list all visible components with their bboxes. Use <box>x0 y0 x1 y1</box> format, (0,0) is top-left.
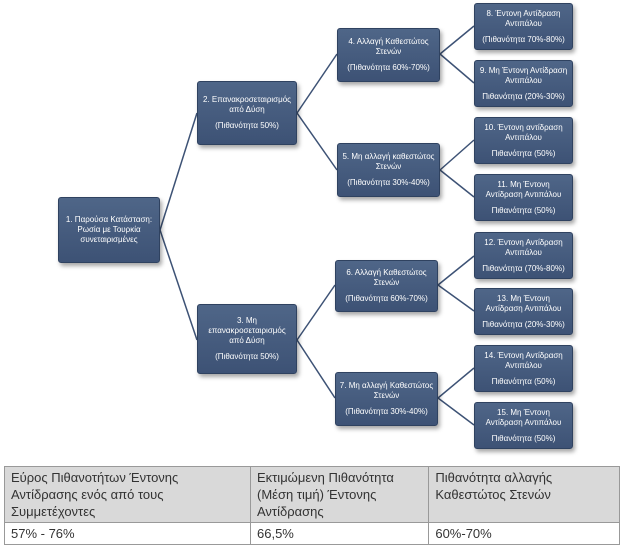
node-13-prob: Πιθανότητα (20%-30%) <box>482 319 565 329</box>
node-12-prob: Πιθανότητα (70%-80%) <box>482 263 565 273</box>
node-2-prob: (Πιθανότητα 50%) <box>215 121 279 130</box>
edge-4-8 <box>439 25 475 55</box>
table-header-row: Εύρος Πιθανοτήτων Έντονης Αντίδρασης ενό… <box>4 466 620 523</box>
edge-7-14 <box>437 367 475 399</box>
edge-6-13 <box>437 284 475 312</box>
node-15: 15. Μη Έντονη Αντίδραση Αντιπάλου Πιθανό… <box>474 402 573 449</box>
node-9: 9. Μη Έντονη Αντίδραση Αντιπάλου Πιθανότ… <box>474 60 573 107</box>
node-1-title: 1. Παρούσα Κατάσταση: Ρωσία με Τουρκία σ… <box>65 215 153 244</box>
node-2: 2. Επανακροσεταιρισμός από Δύση (Πιθανότ… <box>197 81 297 145</box>
node-6-title: 6. Αλλαγή Καθεστώτος Στενών <box>346 268 427 287</box>
node-5-title: 5. Μη αλλαγή καθεστώτος Στενών <box>342 152 435 171</box>
node-5: 5. Μη αλλαγή καθεστώτος Στενών (Πιθανότη… <box>337 143 440 197</box>
node-6: 6. Αλλαγή Καθεστώτος Στενών (Πιθανότητα … <box>335 260 438 312</box>
node-3: 3. Μη επανακροσεταιρισμός από Δύση (Πιθα… <box>197 304 297 374</box>
node-4: 4. Αλλαγή Καθεστώτος Στενών (Πιθανότητα … <box>337 28 440 82</box>
table-header-cell: Πιθανότητα αλλαγής Καθεστώτος Στενών <box>428 466 620 523</box>
edge-2-5 <box>296 112 338 171</box>
node-6-prob: (Πιθανότητα 60%-70%) <box>345 294 428 303</box>
summary-table: Εύρος Πιθανοτήτων Έντονης Αντίδρασης ενό… <box>4 466 620 545</box>
table-cell: 60%-70% <box>428 522 620 545</box>
table-cell: 66,5% <box>249 522 430 545</box>
edge-7-15 <box>437 397 475 426</box>
edge-5-11 <box>439 169 475 198</box>
node-1: 1. Παρούσα Κατάσταση: Ρωσία με Τουρκία σ… <box>58 197 160 263</box>
node-11: 11. Μη Έντονη Αντίδραση Αντιπάλου Πιθανό… <box>474 174 573 221</box>
node-13-title: 13. Μη Έντονη Αντίδραση Αντιπάλου <box>485 293 562 313</box>
table-cell: 57% - 76% <box>4 522 251 545</box>
node-10-title: 10. Έντονη αντίδραση Αντιπάλου <box>484 122 563 142</box>
edge-4-9 <box>439 53 475 84</box>
node-4-title: 4. Αλλαγή Καθεστώτος Στενών <box>348 37 429 56</box>
node-14-prob: Πιθανότητα (50%) <box>491 376 556 386</box>
node-8: 8. Έντονη Αντίδραση Αντιπάλου (Πιθανότητ… <box>474 3 573 50</box>
node-4-prob: (Πιθανότητα 60%-70%) <box>347 63 430 72</box>
node-5-prob: (Πιθανότητα 30%-40%) <box>347 178 430 187</box>
edge-3-7 <box>296 339 336 399</box>
connector-lines <box>159 25 475 426</box>
edge-2-4 <box>296 53 338 114</box>
node-13: 13. Μη Έντονη Αντίδραση Αντιπάλου Πιθανό… <box>474 288 573 335</box>
probability-tree-diagram: 1. Παρούσα Κατάσταση: Ρωσία με Τουρκία σ… <box>58 3 573 449</box>
table-header-cell: Εύρος Πιθανοτήτων Έντονης Αντίδρασης ενό… <box>4 466 251 523</box>
node-7-title: 7. Μη αλλαγή Καθεστώτος Στενών <box>339 381 434 400</box>
node-3-prob: (Πιθανότητα 50%) <box>215 352 279 361</box>
node-10-prob: Πιθανότητα (50%) <box>491 148 556 158</box>
node-2-title: 2. Επανακροσεταιρισμός από Δύση <box>202 95 292 114</box>
node-8-prob: (Πιθανότητα 70%-80%) <box>482 34 565 44</box>
node-10: 10. Έντονη αντίδραση Αντιπάλου Πιθανότητ… <box>474 117 573 164</box>
node-9-prob: Πιθανότητα (20%-30%) <box>482 91 565 101</box>
node-8-title: 8. Έντονη Αντίδραση Αντιπάλου <box>486 8 561 28</box>
node-15-prob: Πιθανότητα (50%) <box>491 433 556 443</box>
node-7: 7. Μη αλλαγή Καθεστώτος Στενών (Πιθανότη… <box>335 372 438 426</box>
edge-1-3 <box>159 229 198 341</box>
edge-6-12 <box>437 255 475 286</box>
node-12-title: 12. Έντονη Αντίδραση Αντιπάλου <box>484 237 563 257</box>
node-3-title: 3. Μη επανακροσεταιρισμός από Δύση <box>208 316 286 345</box>
node-11-title: 11. Μη Έντονη Αντίδραση Αντιπάλου <box>485 179 562 199</box>
edge-1-2 <box>159 112 198 231</box>
edge-3-6 <box>296 284 336 341</box>
node-14-title: 14. Έντονη Αντίδραση Αντιπάλου <box>484 350 563 370</box>
node-7-prob: (Πιθανότητα 30%-40%) <box>345 407 428 416</box>
edge-5-10 <box>439 139 475 171</box>
node-9-title: 9. Μη Έντονη Αντίδραση Αντιπάλου <box>479 65 568 85</box>
node-12: 12. Έντονη Αντίδραση Αντιπάλου Πιθανότητ… <box>474 232 573 279</box>
node-14: 14. Έντονη Αντίδραση Αντιπάλου Πιθανότητ… <box>474 345 573 392</box>
table-header-cell: Εκτιμώμενη Πιθανότητα (Μέση τιμή) Έντονη… <box>249 466 430 523</box>
node-11-prob: Πιθανότητα (50%) <box>491 205 556 215</box>
node-15-title: 15. Μη Έντονη Αντίδραση Αντιπάλου <box>485 407 562 427</box>
table-row: 57% - 76% 66,5% 60%-70% <box>4 522 620 545</box>
